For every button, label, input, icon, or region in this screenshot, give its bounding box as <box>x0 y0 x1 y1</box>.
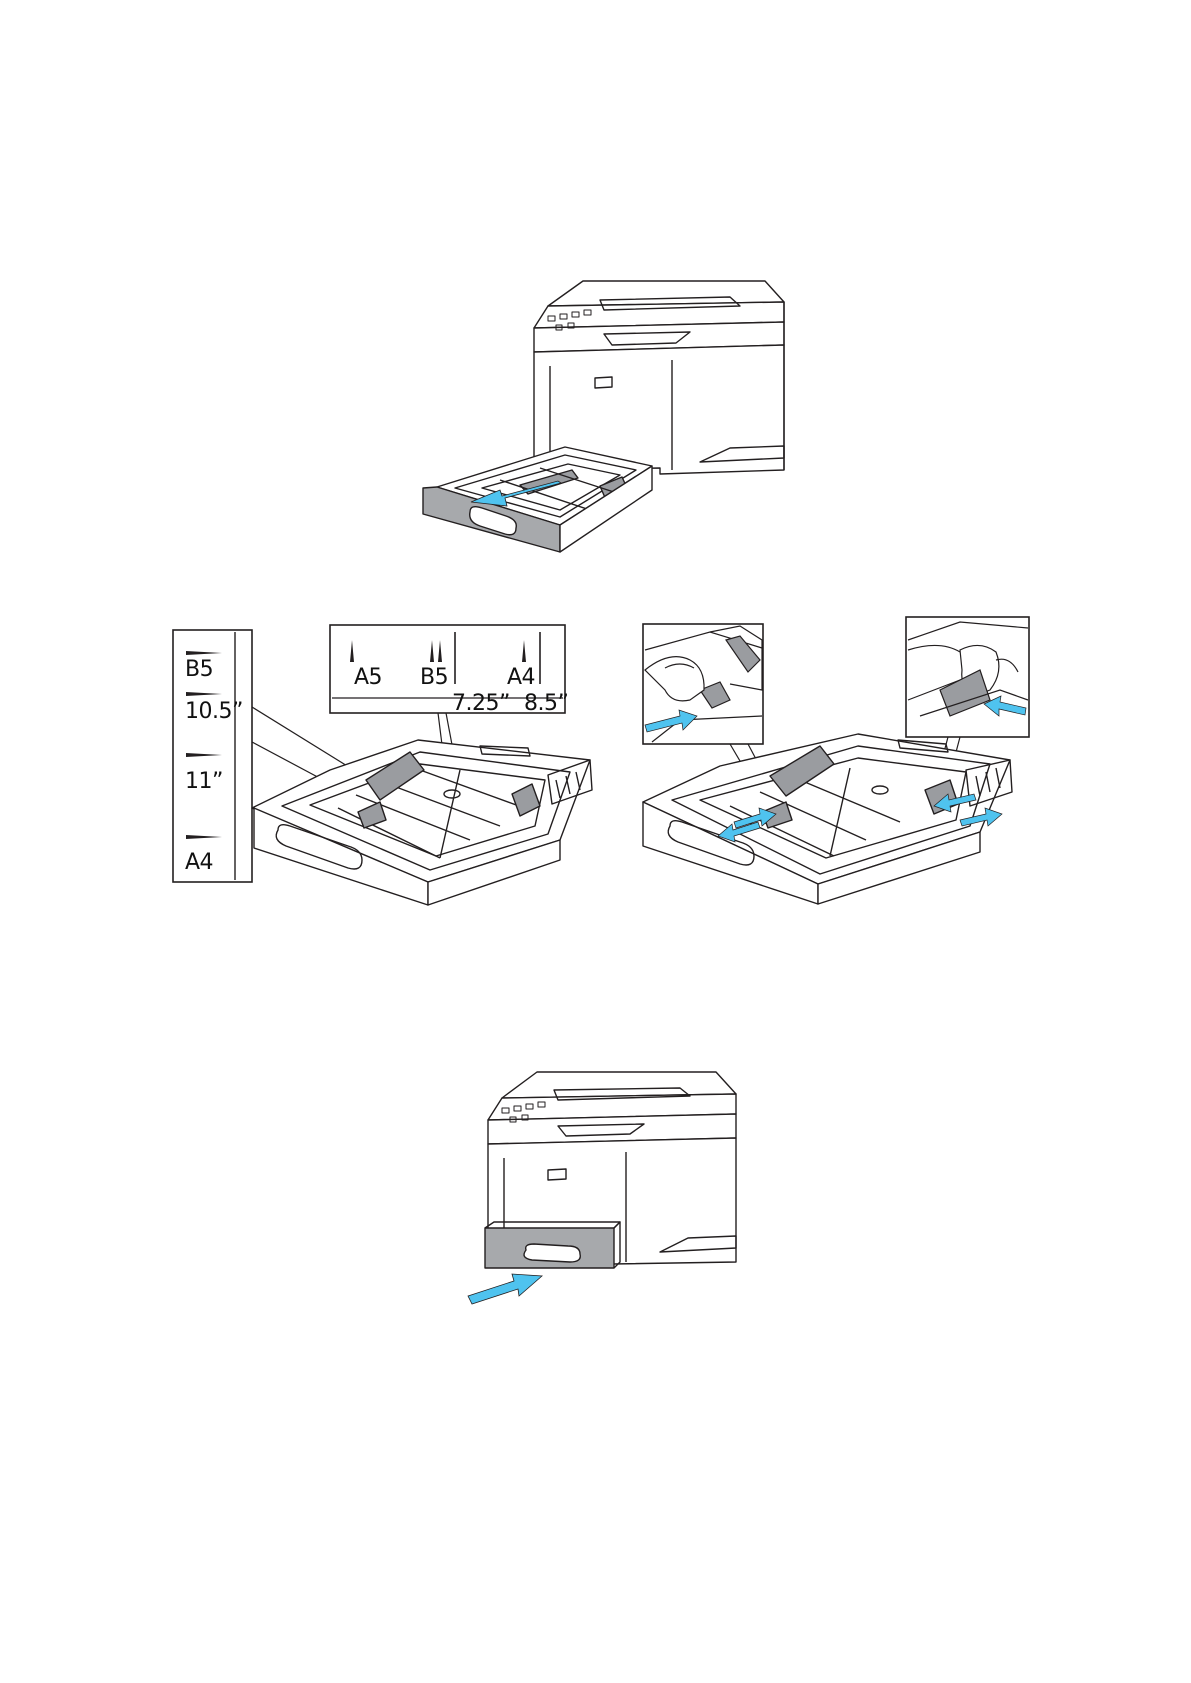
tray-open-drawing <box>252 740 592 905</box>
left-scale-callout: B5 10.5” 11” A4 <box>173 630 252 882</box>
left-guide-zoom-callout <box>643 624 763 744</box>
right-guide-zoom-callout <box>906 617 1029 737</box>
scale-label-b5: B5 <box>185 657 213 682</box>
adjust-guides-figure <box>643 617 1029 904</box>
scale-label-a4: A4 <box>185 850 213 875</box>
tray-guides-drawing <box>643 734 1012 904</box>
tray-size-scale-figure: B5 10.5” 11” A4 A5 B5 A4 7.25” 8.5” <box>173 625 592 905</box>
top-scale-label-a5: A5 <box>354 665 382 690</box>
scale-label-10-5in: 10.5” <box>185 699 243 724</box>
tray-push-in-arrow-icon <box>468 1274 542 1304</box>
top-scale-label-8-5in: 8.5” <box>524 691 568 716</box>
top-scale-label-7-25in: 7.25” <box>452 691 510 716</box>
top-scale-label-a4: A4 <box>507 665 535 690</box>
top-scale-callout: A5 B5 A4 7.25” 8.5” <box>330 625 568 716</box>
scale-label-11in: 11” <box>185 769 223 794</box>
top-scale-label-b5: B5 <box>420 665 448 690</box>
printer-tray-open-figure <box>423 281 784 552</box>
printer-tray-closed-figure <box>485 1072 736 1268</box>
